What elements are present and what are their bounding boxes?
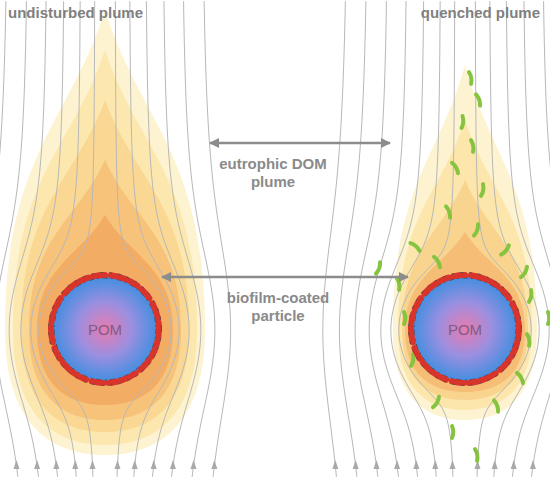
bacterium: [411, 354, 414, 366]
bacterium: [494, 400, 499, 412]
streamline: [391, 1, 440, 477]
flow-arrowhead: [132, 460, 138, 469]
bacterium: [446, 206, 451, 218]
flow-arrowhead: [413, 460, 419, 469]
bacterium: [529, 290, 532, 302]
plume-panel: quenched plumePOM: [390, 0, 545, 462]
flow-arrowhead: [72, 460, 78, 469]
flow-arrowhead: [530, 460, 536, 469]
bacterium: [376, 262, 381, 274]
flow-arrowhead: [90, 460, 96, 469]
flow-arrowhead: [13, 460, 19, 469]
panel-title: undisturbed plume: [0, 4, 210, 21]
plume-panel: undisturbed plumePOM: [0, 0, 210, 462]
bacterium: [434, 256, 441, 267]
streamline: [323, 1, 346, 477]
flow-arrowhead: [332, 460, 338, 469]
streamline: [130, 1, 179, 477]
particle-node: POM: [408, 272, 522, 386]
flow-arrowhead: [114, 460, 120, 469]
bacterium: [548, 312, 549, 324]
bacterium: [452, 426, 453, 438]
flow-arrowhead: [34, 460, 40, 469]
particle-label: POM: [408, 272, 522, 386]
plume-outline: [0, 0, 210, 462]
double-arrow: [162, 276, 408, 279]
dom-plume-layer: [5, 10, 205, 455]
bacterium: [501, 245, 510, 255]
bacterium: [452, 162, 459, 173]
dom-plume-layer: [29, 160, 181, 420]
streamline: [21, 1, 64, 477]
biofilm-edge: [409, 273, 522, 386]
arrow-label: biofilm-coated particle: [213, 289, 343, 325]
bacterium: [469, 72, 472, 84]
streamline: [164, 1, 201, 477]
flow-arrowhead: [170, 460, 176, 469]
flow-arrowhead: [53, 460, 59, 469]
streamline: [381, 1, 424, 477]
flow-arrowhead: [211, 460, 217, 469]
bacterium: [433, 397, 440, 408]
biofilm-edge: [49, 273, 162, 386]
flow-arrowhead: [450, 460, 456, 469]
streamline: [355, 1, 386, 477]
bacterium: [475, 449, 478, 461]
dom-plume-layer: [398, 120, 532, 410]
flow-arrowhead: [492, 460, 498, 469]
streamline: [544, 1, 550, 477]
bacterium: [476, 94, 481, 106]
streamline: [31, 1, 80, 477]
streamline: [9, 1, 46, 477]
streamline: [146, 1, 189, 477]
bacterium: [517, 372, 524, 383]
flow-arrowhead: [394, 460, 400, 469]
particle-node: POM: [48, 272, 162, 386]
dom-plume-layer: [393, 65, 537, 420]
flow-arrowhead: [191, 460, 197, 469]
flow-arrowhead: [511, 460, 517, 469]
bacterium: [461, 116, 463, 128]
bacterium: [397, 278, 400, 290]
streamline: [204, 1, 230, 477]
double-arrow: [210, 142, 390, 145]
bacterium: [471, 140, 474, 152]
dom-plume-layer: [402, 180, 528, 400]
particle-label: POM: [48, 272, 162, 386]
bacterium: [474, 224, 479, 236]
dom-plume-layer: [405, 232, 525, 392]
streamline: [490, 1, 539, 477]
bacterium: [404, 312, 405, 324]
panel-title: quenched plume: [390, 4, 545, 21]
arrow-label: eutrophic DOM plume: [218, 155, 328, 191]
bacterium: [410, 242, 420, 251]
bacterium: [521, 267, 528, 278]
streamline: [184, 1, 215, 477]
streamline: [506, 1, 549, 477]
flow-arrowhead: [353, 460, 359, 469]
dom-plume-layer: [13, 50, 197, 445]
flow-arrowhead: [151, 460, 157, 469]
bacterium: [527, 334, 530, 346]
plume-outline: [390, 0, 545, 462]
streamline: [524, 1, 550, 477]
flow-arrowhead: [373, 460, 379, 469]
dom-plume-layer: [37, 215, 173, 405]
streamline: [369, 1, 406, 477]
streamline: [0, 1, 6, 477]
bacterium: [481, 184, 484, 196]
flow-arrowhead: [432, 460, 438, 469]
